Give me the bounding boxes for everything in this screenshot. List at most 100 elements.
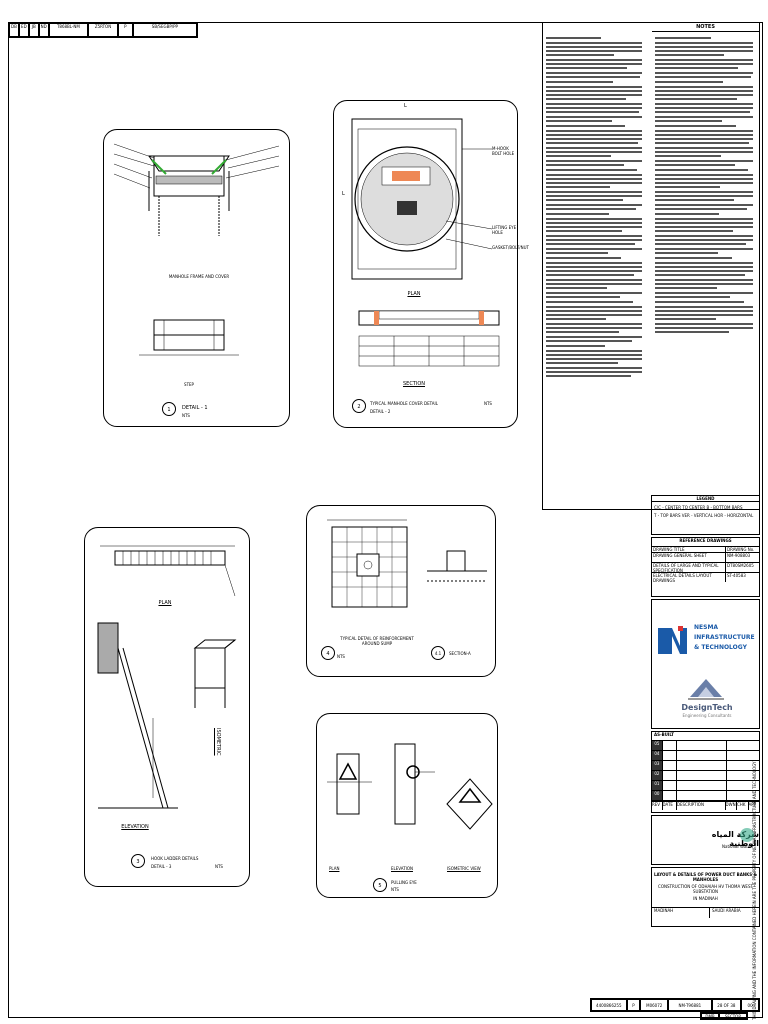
- revision-cell: [677, 791, 727, 800]
- detail-title: DETAIL - 1: [182, 405, 208, 411]
- project-label: MADINAH: [652, 908, 710, 918]
- note-text-line: [655, 331, 730, 333]
- legend-row: C/C - CENTER TO CENTER B - BOTTOM BARS: [654, 505, 743, 510]
- manhole-cover-section-drawing: [358, 310, 500, 367]
- revisions-heading: AS-BUILT: [652, 732, 759, 741]
- nesma-monogram-icon: [656, 624, 690, 658]
- note-text-line: [546, 262, 642, 264]
- note-text-line: [655, 59, 753, 61]
- note-item: [655, 59, 757, 69]
- reference-title: DETAILS OF LARGE AND TYPICAL SPECIFICATI…: [652, 563, 726, 572]
- note-text-line: [655, 222, 753, 224]
- footer-strip: DMB SECTOR: [700, 1012, 748, 1020]
- note-text-line: [655, 174, 753, 176]
- note-text-line: [655, 262, 753, 264]
- note-text-line: [655, 270, 753, 272]
- note-item: [655, 257, 757, 259]
- detail-number: 5: [378, 883, 382, 889]
- detail-number-circle: 2: [352, 399, 366, 413]
- manhole-cover-plan-drawing: [351, 118, 493, 280]
- header-cell: ND: [38, 23, 49, 37]
- note-text-line: [655, 279, 753, 281]
- note-item: [655, 235, 757, 245]
- note-text-line: [655, 195, 753, 197]
- note-text-line: [546, 42, 642, 44]
- note-text-line: [546, 371, 642, 373]
- note-text-line: [655, 76, 751, 78]
- note-text-line: [655, 218, 753, 220]
- note-item: [546, 81, 646, 83]
- detail-number-circle: 4: [321, 646, 335, 660]
- revision-row: 01: [652, 781, 759, 791]
- note-text-line: [655, 120, 723, 122]
- ladder-isometric-drawing: [193, 639, 237, 708]
- note-item: [546, 169, 646, 171]
- note-text-line: [546, 362, 618, 364]
- note-item: [546, 204, 646, 210]
- note-text-line: [546, 257, 621, 259]
- detail-3-panel: PLAN ISOMETRIC ELEVATION 3 HOOK LADDER D…: [84, 527, 250, 887]
- company-name: NESMA: [694, 624, 719, 631]
- note-item: [655, 323, 757, 333]
- footer-cell: DMB: [701, 1013, 719, 1019]
- note-text-line: [546, 37, 601, 39]
- note-item: [546, 336, 646, 342]
- reference-col: DRAWING TITLE: [652, 547, 726, 552]
- revision-cell: [727, 791, 759, 800]
- plan-label: PLAN: [158, 600, 172, 606]
- note-text-line: [655, 235, 753, 237]
- note-text-line: [546, 174, 642, 176]
- note-text-line: [546, 354, 642, 356]
- note-text-line: [655, 287, 718, 289]
- detail-scale: NTS: [182, 413, 190, 418]
- note-text-line: [655, 283, 753, 285]
- note-item: [546, 213, 646, 215]
- revision-row: 02: [652, 771, 759, 781]
- reference-row[interactable]: ELECTRICAL DETAILS LAYOUT DRAWINGS ST-40…: [652, 573, 759, 582]
- reference-row[interactable]: DETAILS OF LARGE AND TYPICAL SPECIFICATI…: [652, 563, 759, 573]
- reference-title: ELECTRICAL DETAILS LAYOUT DRAWINGS: [652, 573, 726, 582]
- note-text-line: [546, 191, 642, 193]
- note-text-line: [655, 169, 748, 171]
- detail-subtitle: DETAIL - 2: [370, 409, 391, 414]
- revision-cell: [677, 741, 727, 750]
- section-label: SECTION-A: [449, 651, 471, 656]
- drawing-location: IN MADINAH: [693, 896, 718, 901]
- reference-col: DRAWING No.: [727, 547, 755, 552]
- rev-col: DATE: [663, 802, 677, 810]
- drawing-subtitle: CONSTRUCTION OF ODHAIAH HV THOMA WEST SU…: [658, 884, 753, 894]
- client-logo-icon: [740, 828, 754, 842]
- note-text-line: [546, 230, 622, 232]
- note-text-line: [655, 239, 753, 241]
- note-text-line: [546, 243, 635, 245]
- note-text-line: [546, 292, 642, 294]
- note-text-line: [546, 270, 642, 272]
- note-text-line: [655, 296, 731, 298]
- reference-drawings-panel: REFERENCE DRAWINGS DRAWING TITLE DRAWING…: [651, 537, 760, 597]
- note-text-line: [546, 169, 637, 171]
- note-text-line: [546, 252, 608, 254]
- note-text-line: [655, 111, 750, 113]
- note-item: [546, 59, 646, 69]
- reinforcement-section-drawing: [427, 550, 487, 582]
- note-item: [655, 72, 757, 78]
- note-item: [655, 103, 757, 113]
- detail-4-panel: 4 TYPICAL DETAIL OF REINFORCEMENT AROUND…: [306, 505, 496, 677]
- note-text-line: [655, 191, 753, 193]
- note-text-line: [546, 67, 627, 69]
- company-name: INFRASTRUCTURE: [694, 634, 755, 641]
- note-item: [546, 116, 646, 122]
- note-text-line: [546, 46, 642, 48]
- header-cell: Z5RTON: [88, 23, 118, 37]
- note-text-line: [546, 204, 642, 206]
- note-text-line: [546, 76, 640, 78]
- reference-row[interactable]: DRAWING GENERAL SHEET NM-908803: [652, 553, 759, 563]
- header-cell: JB: [28, 23, 39, 37]
- note-text-line: [546, 50, 642, 52]
- note-text-line: [546, 248, 642, 250]
- note-text-line: [546, 138, 642, 140]
- note-text-line: [546, 287, 607, 289]
- detail-5-panel: PLAN ELEVATION ISOMETRIC VIEW 5 PULLING …: [316, 713, 498, 898]
- note-item: [655, 130, 757, 144]
- note-item: [546, 218, 646, 232]
